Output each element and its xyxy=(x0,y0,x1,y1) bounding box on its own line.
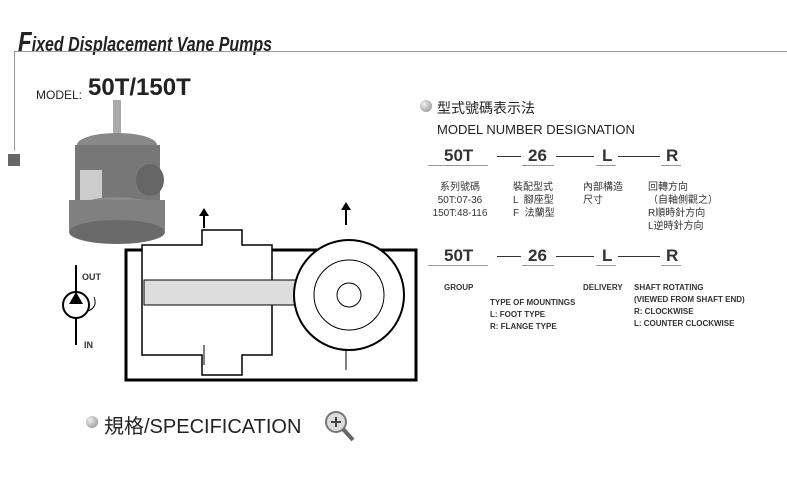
designation-heading-cn: 型式號碼表示法 xyxy=(437,100,535,116)
hydraulic-symbol xyxy=(62,265,96,345)
bullet-icon xyxy=(86,416,98,428)
square-marker-icon xyxy=(8,154,20,166)
designation-heading-en: MODEL NUMBER DESIGNATION xyxy=(437,122,635,137)
divider xyxy=(14,51,787,52)
pump-image xyxy=(69,100,165,244)
model-label: MODEL: xyxy=(36,88,83,102)
code-mounting: 26 xyxy=(528,146,547,165)
en-delivery: DELIVERY xyxy=(583,283,623,292)
en-rotation: SHAFT ROTATING(VIEWED FROM SHAFT END)R: … xyxy=(634,283,745,328)
en-group: GROUP xyxy=(444,283,474,292)
code-series-en: 50T xyxy=(444,246,474,265)
bullet-icon xyxy=(420,100,432,112)
code-rotation-en: R xyxy=(666,246,679,265)
zoom-in-icon[interactable] xyxy=(324,410,356,444)
divider xyxy=(14,51,15,151)
specification-heading: 規格/SPECIFICATION xyxy=(104,416,302,438)
code-rotation: R xyxy=(666,146,679,165)
page-title: Fixed Displacement Vane Pumps xyxy=(18,26,273,57)
out-label: OUT xyxy=(82,272,101,282)
code-delivery: L xyxy=(602,146,613,165)
model-value: 50T/150T xyxy=(88,74,191,101)
code-mounting-en: 26 xyxy=(528,246,547,265)
in-label: IN xyxy=(84,340,93,350)
cross-section-diagram xyxy=(124,202,418,382)
cn-delivery: 內部構造尺寸 xyxy=(583,182,623,206)
code-series: 50T xyxy=(444,146,474,165)
code-delivery-en: L xyxy=(602,246,613,265)
